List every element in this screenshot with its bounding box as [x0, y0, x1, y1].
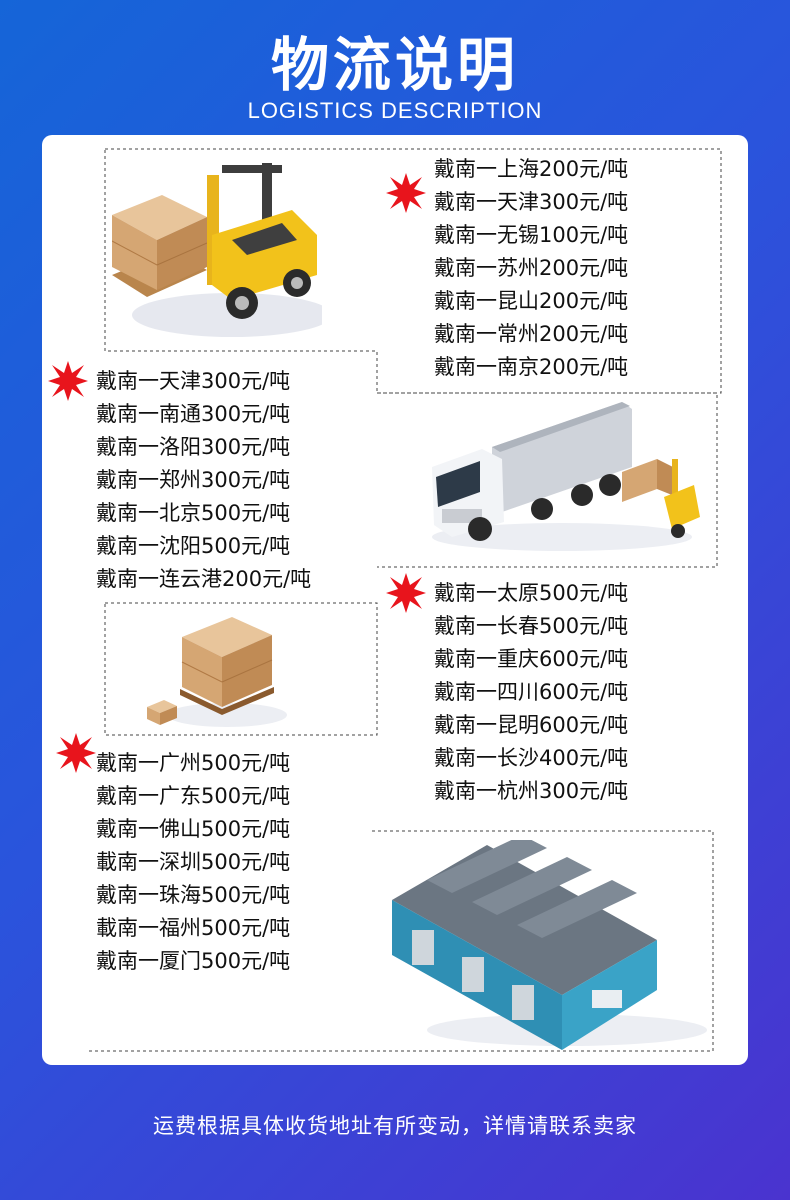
rate-row: 戴南一珠海500元/吨	[96, 883, 291, 907]
rate-row: 戴南一苏州200元/吨	[434, 256, 629, 280]
red-burst-icon	[56, 733, 96, 773]
rate-row: 戴南一郑州300元/吨	[96, 468, 291, 492]
footer-note: 运费根据具体收货地址有所变动，详情请联系卖家	[153, 1114, 637, 1138]
forklift-icon	[112, 163, 322, 337]
logistics-card: 戴南一上海200元/吨 戴南一天津300元/吨 戴南一无锡100元/吨 戴南一苏…	[42, 135, 748, 1065]
rate-row: 戴南一杭州300元/吨	[434, 779, 629, 803]
rate-row: 載南一深圳500元/吨	[96, 850, 291, 874]
dashed-frames	[87, 148, 722, 1052]
rate-group-3: 戴南一太原500元/吨 戴南一长春500元/吨 戴南一重庆600元/吨 戴南一四…	[434, 577, 628, 808]
rate-row: 戴南一天津300元/吨	[434, 190, 629, 214]
red-burst-icon	[386, 573, 426, 613]
rate-row: 戴南一无锡100元/吨	[434, 223, 629, 247]
page-subtitle: LOGISTICS DESCRIPTION	[247, 98, 543, 123]
rate-row: 戴南一四川600元/吨	[434, 680, 629, 704]
rate-row: 載南一福州500元/吨	[96, 916, 291, 940]
rate-row: 戴南一广州500元/吨	[96, 751, 291, 775]
rate-row: 戴南一广东500元/吨	[96, 784, 291, 808]
rate-row: 戴南一厦门500元/吨	[96, 949, 291, 973]
red-burst-icon	[386, 173, 426, 213]
rate-group-2: 戴南一天津300元/吨 戴南一南通300元/吨 戴南一洛阳300元/吨 戴南一郑…	[96, 365, 311, 596]
rate-group-4: 戴南一广州500元/吨 戴南一广东500元/吨 戴南一佛山500元/吨 載南一深…	[96, 747, 290, 978]
rate-row: 戴南一长沙400元/吨	[434, 746, 629, 770]
rate-row: 戴南一连云港200元/吨	[96, 567, 312, 591]
rate-row: 戴南一昆明600元/吨	[434, 713, 629, 737]
rate-row: 戴南一上海200元/吨	[434, 157, 629, 181]
warehouse-icon	[392, 840, 707, 1050]
rate-row: 戴南一沈阳500元/吨	[96, 534, 291, 558]
rate-row: 戴南一南通300元/吨	[96, 402, 291, 426]
rate-row: 戴南一重庆600元/吨	[434, 647, 629, 671]
rate-row: 戴南一南京200元/吨	[434, 355, 629, 379]
truck-icon	[432, 402, 700, 551]
rate-row: 戴南一天津300元/吨	[96, 369, 291, 393]
rate-group-1: 戴南一上海200元/吨 戴南一天津300元/吨 戴南一无锡100元/吨 戴南一苏…	[434, 153, 628, 384]
rate-row: 戴南一佛山500元/吨	[96, 817, 291, 841]
rate-row: 戴南一长春500元/吨	[434, 614, 629, 638]
rate-row: 戴南一常州200元/吨	[434, 322, 629, 346]
pallet-boxes-icon	[147, 617, 287, 727]
red-burst-icon	[48, 361, 88, 401]
rate-row: 戴南一北京500元/吨	[96, 501, 291, 525]
rate-row: 戴南一昆山200元/吨	[434, 289, 629, 313]
rate-row: 戴南一太原500元/吨	[434, 581, 629, 605]
rate-row: 戴南一洛阳300元/吨	[96, 435, 291, 459]
page-title: 物流说明	[270, 31, 519, 99]
